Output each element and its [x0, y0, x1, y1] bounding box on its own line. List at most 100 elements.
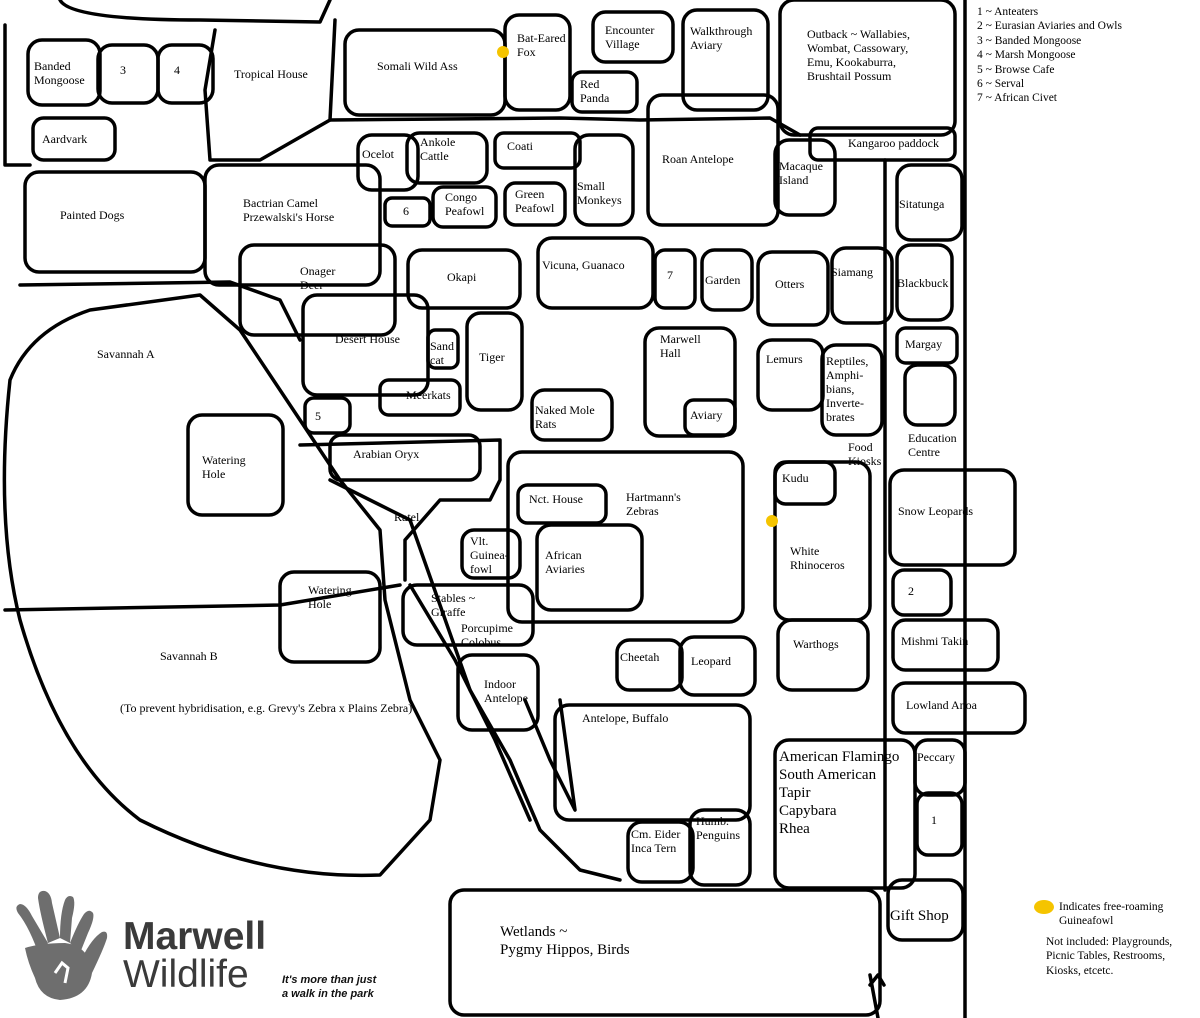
- meerkats-label: Meerkats: [406, 388, 451, 402]
- label-line: Onager: [300, 264, 335, 278]
- key-item: 5 ~ Browse Cafe: [977, 63, 1055, 76]
- humboldt-penguins-label: Humb.Penguins: [696, 814, 740, 842]
- tropical-house-label: Tropical House: [234, 67, 308, 81]
- label-line: Peccary: [917, 750, 955, 764]
- label-line: Cattle: [420, 149, 449, 163]
- label-line: African: [545, 548, 582, 562]
- label-line: Bat-Eared: [517, 31, 566, 45]
- somali-wild-ass-label: Somali Wild Ass: [377, 59, 458, 73]
- label-line: Rhinoceros: [790, 558, 845, 572]
- coati-enclosure: [493, 131, 582, 170]
- label-line: cat: [430, 353, 445, 367]
- gift-shop-label: Gift Shop: [890, 908, 949, 924]
- guineafowl-legend-marker: [1034, 900, 1054, 914]
- label-line: Amphi-: [826, 368, 863, 382]
- label-line: Hall: [660, 346, 681, 360]
- label-line: Nct. House: [529, 492, 583, 506]
- label-line: Garden: [705, 273, 740, 287]
- savannah-b-note-label: (To prevent hybridisation, e.g. Grevy's …: [120, 701, 412, 715]
- bat-eared-fox-enclosure: [503, 13, 572, 112]
- label-line: Aviaries: [545, 562, 585, 576]
- lowland-anoa-label: Lowland Anoa: [906, 698, 978, 712]
- label-line: Green: [515, 187, 544, 201]
- label-line: Outback ~ Wallabies,: [807, 27, 910, 41]
- label-line: Giraffe: [431, 605, 465, 619]
- label-line: Antelope, Buffalo: [582, 711, 668, 725]
- lemurs-label: Lemurs: [766, 352, 803, 366]
- key-item: 4 ~ Marsh Mongoose: [977, 49, 1076, 62]
- label-line: Vicuna, Guanaco: [542, 258, 625, 272]
- label-line: Penguins: [696, 828, 740, 842]
- peccary-enclosure: [913, 738, 967, 797]
- painted-dogs-label: Painted Dogs: [60, 208, 125, 222]
- small-monkeys-enclosure: [573, 133, 635, 227]
- red-panda-enclosure: [570, 70, 639, 114]
- tiger-label: Tiger: [479, 350, 505, 364]
- reptiles-label: Reptiles,Amphi-bians,Inverte-brates: [826, 354, 868, 424]
- vulturine-guineafowl-label: Vlt.Guinea-fowl: [470, 534, 509, 576]
- macaque-island-enclosure: [773, 138, 837, 217]
- enclosure-3-label: 3: [120, 63, 126, 77]
- meerkats-enclosure: [378, 378, 462, 417]
- mishmi-takin-label: Mishmi Takin: [901, 634, 968, 648]
- label-line: Porcupime: [461, 621, 513, 635]
- label-line: Gift Shop: [890, 908, 949, 924]
- label-line: Sand: [430, 339, 454, 353]
- label-line: Kudu: [782, 471, 809, 485]
- label-line: Vlt.: [470, 534, 488, 548]
- savannah-b-label: Savannah B: [160, 649, 218, 663]
- mishmi-takin-enclosure: [891, 618, 1000, 672]
- key-item: 6 ~ Serval: [977, 78, 1025, 91]
- label-line: Cheetah: [620, 650, 659, 664]
- ankole-cattle-enclosure: [405, 131, 489, 185]
- american-flamingo-enclosure: [773, 738, 917, 890]
- handprint-icon: [16, 890, 108, 1000]
- enclosure-1-label: 1: [931, 813, 937, 827]
- label-line: Hartmann's: [626, 490, 681, 504]
- label-line: Brushtail Possum: [807, 69, 892, 83]
- label-line: 5: [315, 409, 321, 423]
- antelope-buffalo-label: Antelope, Buffalo: [582, 711, 668, 725]
- label-line: Painted Dogs: [60, 208, 125, 222]
- label-line: Inverte-: [826, 396, 864, 410]
- label-line: Bactrian Camel: [243, 196, 319, 210]
- label-line: Savannah B: [160, 649, 218, 663]
- label-line: Kiosks: [848, 454, 882, 468]
- label-line: 6: [403, 204, 409, 218]
- siamang-enclosure: [830, 246, 894, 325]
- label-line: Coati: [507, 139, 534, 153]
- label-line: Lowland Anoa: [906, 698, 978, 712]
- otters-label: Otters: [775, 277, 805, 291]
- watering-hole-b-enclosure: [278, 570, 382, 664]
- label-line: Cm. Eider: [631, 827, 680, 841]
- snow-leopards-enclosure: [888, 468, 1017, 567]
- kudu-label: Kudu: [782, 471, 809, 485]
- humboldt-penguins-enclosure: [688, 808, 752, 887]
- label-line: Watering: [308, 583, 352, 597]
- label-line: Emu, Kookaburra,: [807, 55, 896, 69]
- label-line: South American: [779, 767, 877, 783]
- label-line: Indoor: [484, 677, 516, 691]
- aardvark-enclosure: [31, 116, 117, 162]
- paths: [2, 0, 967, 1018]
- warthogs-label: Warthogs: [793, 637, 839, 651]
- eider-tern-enclosure: [626, 820, 695, 884]
- label-line: Snow Leopards: [898, 504, 973, 518]
- label-line: Aviary: [690, 408, 722, 422]
- enclosure-3-enclosure: [96, 43, 160, 105]
- bactrian-camel-enclosure: [203, 163, 382, 287]
- naked-mole-rats-enclosure: [530, 388, 614, 442]
- not-included-text: Not included: Playgrounds, Picnic Tables…: [1046, 936, 1173, 977]
- aviary-enclosure: [683, 398, 737, 437]
- siamang-label: Siamang: [831, 265, 873, 279]
- wetlands-label: Wetlands ~Pygmy Hippos, Birds: [500, 924, 630, 958]
